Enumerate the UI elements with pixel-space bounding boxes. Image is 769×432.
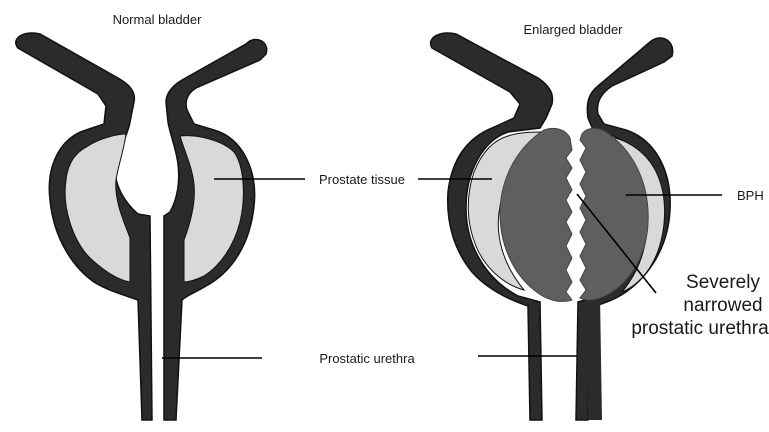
narrowed-urethra-label-line2: narrowed	[683, 295, 762, 316]
normal-bladder-illustration	[16, 33, 267, 420]
enlarged-bladder-illustration	[431, 33, 673, 420]
normal-bladder-title: Normal bladder	[113, 12, 203, 27]
enlarged-bladder-lower-right	[588, 296, 602, 420]
prostate-tissue-label: Prostate tissue	[319, 172, 405, 187]
narrowed-urethra-label-line1: Severely	[686, 272, 760, 293]
bph-label: BPH	[737, 188, 764, 203]
prostatic-urethra-label: Prostatic urethra	[319, 351, 415, 366]
narrowed-urethra-label-line3: prostatic urethra	[631, 318, 769, 339]
enlarged-bladder-title: Enlarged bladder	[523, 22, 623, 37]
